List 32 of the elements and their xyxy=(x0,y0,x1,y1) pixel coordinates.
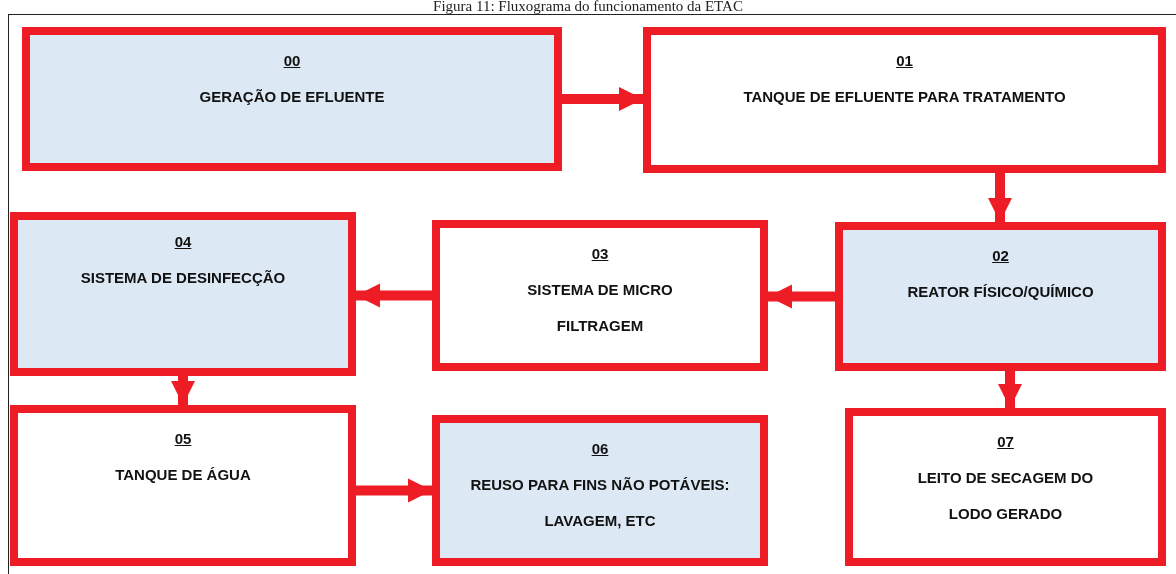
step-number: 03 xyxy=(591,244,609,264)
process-box xyxy=(10,405,356,566)
step-label: REATOR FÍSICO/QUÍMICO xyxy=(907,282,1094,302)
process-box xyxy=(835,222,1166,371)
process-box xyxy=(432,220,768,371)
arrow xyxy=(562,87,643,111)
step-label: GERAÇÃO DE EFLUENTE xyxy=(199,87,385,107)
step-label: SISTEMA DE DESINFECÇÃO xyxy=(80,268,286,288)
arrow xyxy=(356,478,432,503)
arrow xyxy=(988,173,1012,222)
step-number: 06 xyxy=(591,439,609,459)
process-box xyxy=(845,408,1166,566)
process-box xyxy=(22,27,562,171)
step-label: TANQUE DE ÁGUA xyxy=(115,465,251,485)
step-number: 05 xyxy=(174,429,192,449)
step-label: SISTEMA DE MICRO FILTRAGEM xyxy=(526,280,674,336)
step-number: 04 xyxy=(174,232,192,252)
step-label: TANQUE DE EFLUENTE PARA TRATAMENTO xyxy=(743,87,1066,107)
process-box xyxy=(10,212,356,376)
step-number: 01 xyxy=(896,51,913,71)
step-label: LEITO DE SECAGEM DO LODO GERADO xyxy=(916,468,1095,524)
step-number: 07 xyxy=(997,432,1014,452)
figure-title: Figura 11: Fluxograma do funcionamento da ETAC xyxy=(432,0,744,14)
arrow xyxy=(356,283,432,308)
arrow xyxy=(998,371,1022,408)
arrow xyxy=(768,284,835,309)
step-number: 02 xyxy=(992,246,1009,266)
step-number: 00 xyxy=(283,51,301,71)
arrow xyxy=(171,376,195,405)
process-box xyxy=(432,415,768,566)
process-box xyxy=(643,27,1166,173)
step-label: REUSO PARA FINS NÃO POTÁVEIS: LAVAGEM, ETC xyxy=(470,475,730,531)
